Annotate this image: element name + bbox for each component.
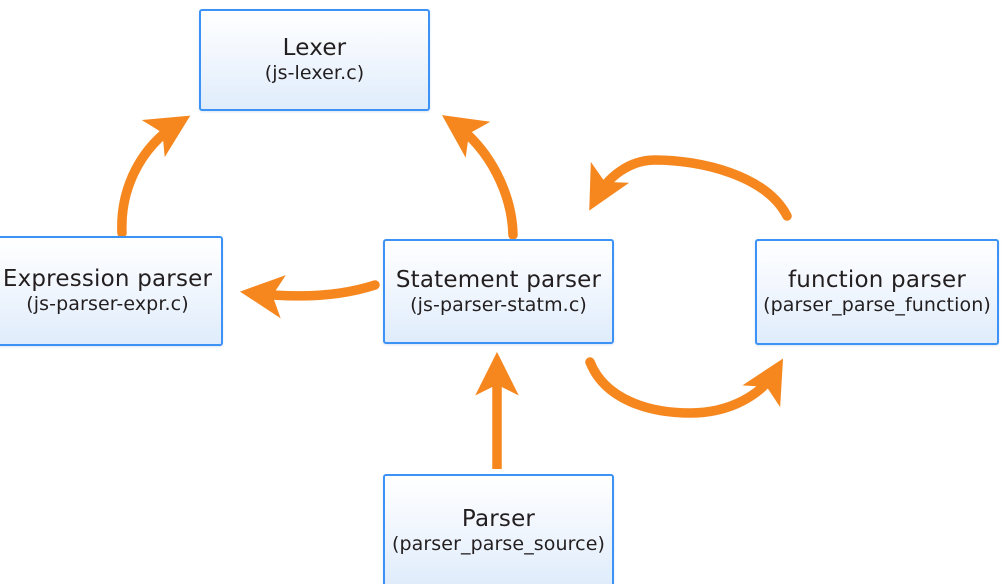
node-parser-title: Parser <box>461 505 536 532</box>
node-function-parser-subtitle: (parser_parse_function) <box>763 294 991 317</box>
node-function-parser-title: function parser <box>787 267 966 294</box>
node-parser-subtitle: (parser_parse_source) <box>391 532 606 555</box>
edge-function-to-statement <box>589 155 792 221</box>
node-statement-parser[interactable]: Statement parser (js-parser-statm.c) <box>383 239 614 344</box>
node-expression-parser-title: Expression parser <box>2 266 213 293</box>
edge-statement-to-expression <box>239 275 380 319</box>
node-lexer-title: Lexer <box>282 35 347 62</box>
node-function-parser[interactable]: function parser (parser_parse_function) <box>755 239 999 345</box>
edge-expression-to-lexer <box>117 115 191 238</box>
node-parser[interactable]: Parser (parser_parse_source) <box>383 474 614 584</box>
node-statement-parser-title: Statement parser <box>395 266 602 293</box>
node-lexer[interactable]: Lexer (js-lexer.c) <box>199 9 430 111</box>
edge-statement-to-function <box>585 357 784 418</box>
node-expression-parser-subtitle: (js-parser-expr.c) <box>26 293 189 316</box>
node-expression-parser[interactable]: Expression parser (js-parser-expr.c) <box>0 236 223 346</box>
node-lexer-subtitle: (js-lexer.c) <box>264 62 365 85</box>
node-statement-parser-subtitle: (js-parser-statm.c) <box>410 293 587 316</box>
edge-statement-to-lexer <box>442 115 518 240</box>
